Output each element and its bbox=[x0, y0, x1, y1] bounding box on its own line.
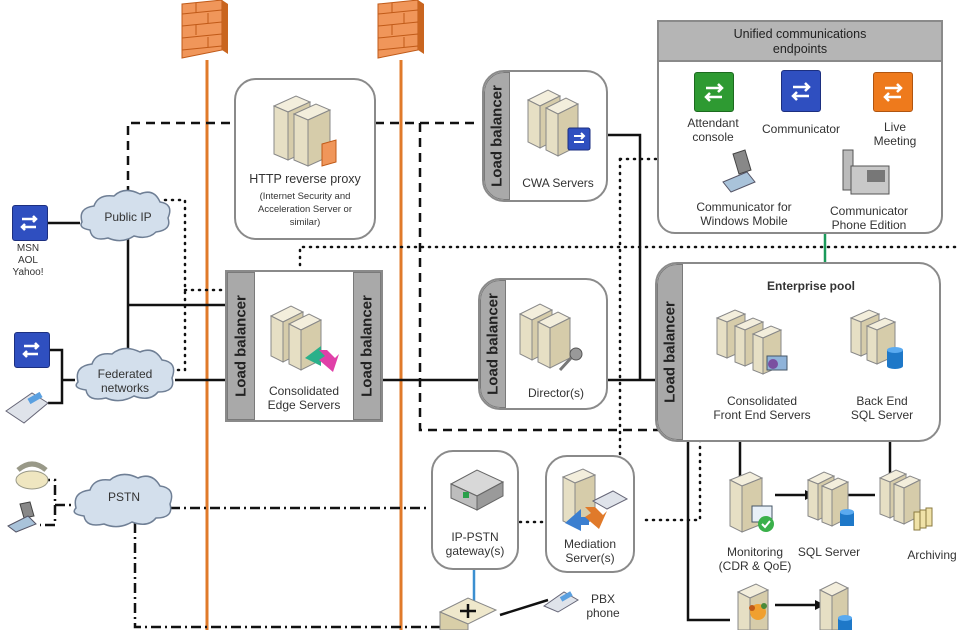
gateway-icon bbox=[447, 466, 507, 516]
director-label: Director(s) bbox=[528, 386, 584, 400]
http-proxy-title: HTTP reverse proxy bbox=[249, 172, 361, 186]
server-icon bbox=[734, 582, 780, 631]
back-end-sql-icon bbox=[847, 306, 917, 376]
desk-phone-icon bbox=[839, 148, 891, 200]
cwa-servers-label: CWA Servers bbox=[522, 176, 594, 190]
monitoring-label: Monitoring(CDR & QoE) bbox=[718, 545, 792, 573]
load-balancer-edge-left: Load balancer bbox=[227, 272, 255, 420]
enterprise-pool-title: Enterprise pool bbox=[766, 279, 855, 293]
monitoring-server-icon bbox=[726, 470, 780, 538]
cwa-servers-box[interactable]: Load balancer CWA Servers bbox=[482, 70, 608, 202]
pbx-switch-icon bbox=[436, 596, 500, 631]
pbx-phone-icon bbox=[542, 588, 580, 614]
enterprise-pool-box[interactable]: Load balancer Enterprise pool Consolidat… bbox=[655, 262, 941, 442]
communicator-label: Communicator bbox=[761, 122, 841, 136]
pstn-cloud-label: PSTN bbox=[107, 490, 140, 504]
mobile-phone-icon bbox=[6, 500, 40, 534]
front-end-servers-icon bbox=[713, 304, 803, 380]
server-icon bbox=[267, 302, 347, 378]
sql-server-icon bbox=[804, 468, 860, 534]
load-balancer-edge-right: Load balancer bbox=[353, 272, 381, 420]
server-icon bbox=[266, 88, 346, 168]
http-reverse-proxy-box[interactable]: HTTP reverse proxy (Internet Security an… bbox=[234, 78, 376, 240]
im-provider-icon bbox=[12, 205, 48, 241]
mediation-server-icon bbox=[555, 465, 631, 535]
cloud-pstn bbox=[73, 473, 173, 528]
analog-phone-icon bbox=[14, 460, 50, 492]
public-ip-cloud-label: Public IP bbox=[104, 210, 152, 224]
attendant-console-icon bbox=[694, 72, 734, 112]
dashed-lines bbox=[126, 121, 660, 432]
archiving-server-icon bbox=[876, 466, 936, 536]
communicator-client-icon bbox=[14, 332, 50, 368]
edge-servers-box[interactable]: Load balancer Load balancer Consolidated… bbox=[225, 270, 383, 422]
firewall-icon bbox=[178, 0, 230, 62]
load-balancer-director: Load balancer bbox=[480, 280, 506, 408]
firewall-icon bbox=[374, 0, 426, 62]
mobile-phone-icon bbox=[719, 148, 761, 196]
ip-phone-icon bbox=[2, 385, 50, 425]
server-icon bbox=[816, 580, 856, 631]
load-balancer-cwa: Load balancer bbox=[484, 72, 510, 200]
communicator-icon bbox=[781, 70, 821, 112]
cloud-public-ip bbox=[80, 189, 171, 242]
live-meeting-icon bbox=[873, 72, 913, 112]
server-icon bbox=[520, 84, 600, 164]
server-icon bbox=[516, 298, 596, 378]
sql-server-label: SQL Server bbox=[797, 545, 861, 559]
director-box[interactable]: Load balancer Director(s) bbox=[478, 278, 608, 410]
cloud-federated bbox=[75, 347, 175, 402]
load-balancer-pool: Load balancer bbox=[657, 264, 683, 440]
archiving-label: Archiving bbox=[907, 548, 957, 562]
solid-lines bbox=[45, 133, 892, 622]
